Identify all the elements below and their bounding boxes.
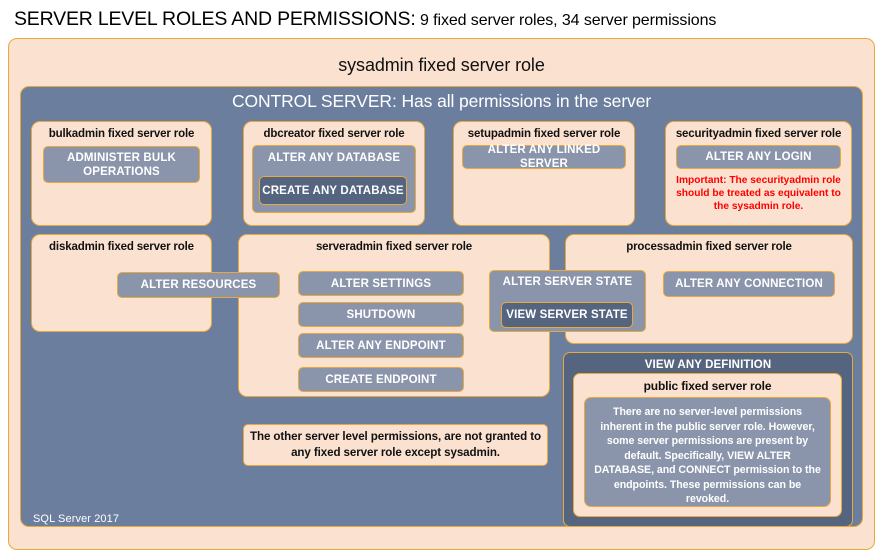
- permission-view-server-state[interactable]: VIEW SERVER STATE: [501, 302, 633, 328]
- role-public-label: public fixed server role: [643, 379, 772, 393]
- control-server-label: CONTROL SERVER: Has all permissions in t…: [231, 91, 652, 111]
- role-setupadmin: [453, 121, 635, 226]
- public-role-description: There are no server-level permissions in…: [584, 397, 831, 507]
- role-bulkadmin-label: bulkadmin fixed server role: [48, 128, 195, 140]
- securityadmin-note: Important: The securityadmin role should…: [676, 175, 841, 212]
- footer-version-label: SQL Server 2017: [33, 513, 120, 525]
- permission-alter-any-connection[interactable]: ALTER ANY CONNECTION: [663, 271, 835, 297]
- role-setupadmin-label: setupadmin fixed server role: [467, 128, 621, 140]
- permission-alter-any-database-label: ALTER ANY DATABASE: [267, 152, 401, 164]
- permission-shutdown[interactable]: SHUTDOWN: [298, 302, 464, 327]
- role-dbcreator-label: dbcreator fixed server role: [263, 128, 405, 140]
- page-title-main: SERVER LEVEL ROLES AND PERMISSIONS:: [14, 8, 416, 30]
- permission-alter-server-state-label: ALTER SERVER STATE: [502, 276, 633, 288]
- permission-alter-settings[interactable]: ALTER SETTINGS: [298, 271, 464, 296]
- permission-create-endpoint[interactable]: CREATE ENDPOINT: [298, 367, 464, 392]
- role-diskadmin-label: diskadmin fixed server role: [49, 241, 194, 253]
- role-processadmin-label: processadmin fixed server role: [626, 241, 792, 253]
- permission-alter-any-endpoint[interactable]: ALTER ANY ENDPOINT: [298, 333, 464, 358]
- role-securityadmin-label: securityadmin fixed server role: [675, 128, 842, 140]
- permission-alter-any-login[interactable]: ALTER ANY LOGIN: [676, 145, 841, 169]
- permission-alter-resources[interactable]: ALTER RESOURCES: [117, 272, 280, 298]
- role-securityadmin: [665, 121, 852, 226]
- page-title: SERVER LEVEL ROLES AND PERMISSIONS: 9 fi…: [14, 8, 716, 31]
- role-serveradmin-label: serveradmin fixed server role: [315, 241, 473, 253]
- permission-alter-any-linked-server[interactable]: ALTER ANY LINKED SERVER: [462, 144, 626, 170]
- other-permissions-callout: The other server level permissions, are …: [243, 424, 548, 466]
- permission-create-any-database[interactable]: CREATE ANY DATABASE: [259, 176, 407, 205]
- page-title-sub: 9 fixed server roles, 34 server permissi…: [420, 12, 717, 29]
- permission-view-any-definition-label: VIEW ANY DEFINITION: [644, 359, 772, 371]
- permission-administer-bulk-operations[interactable]: ADMINISTER BULK OPERATIONS: [43, 146, 200, 183]
- sysadmin-role-label: sysadmin fixed server role: [338, 55, 545, 75]
